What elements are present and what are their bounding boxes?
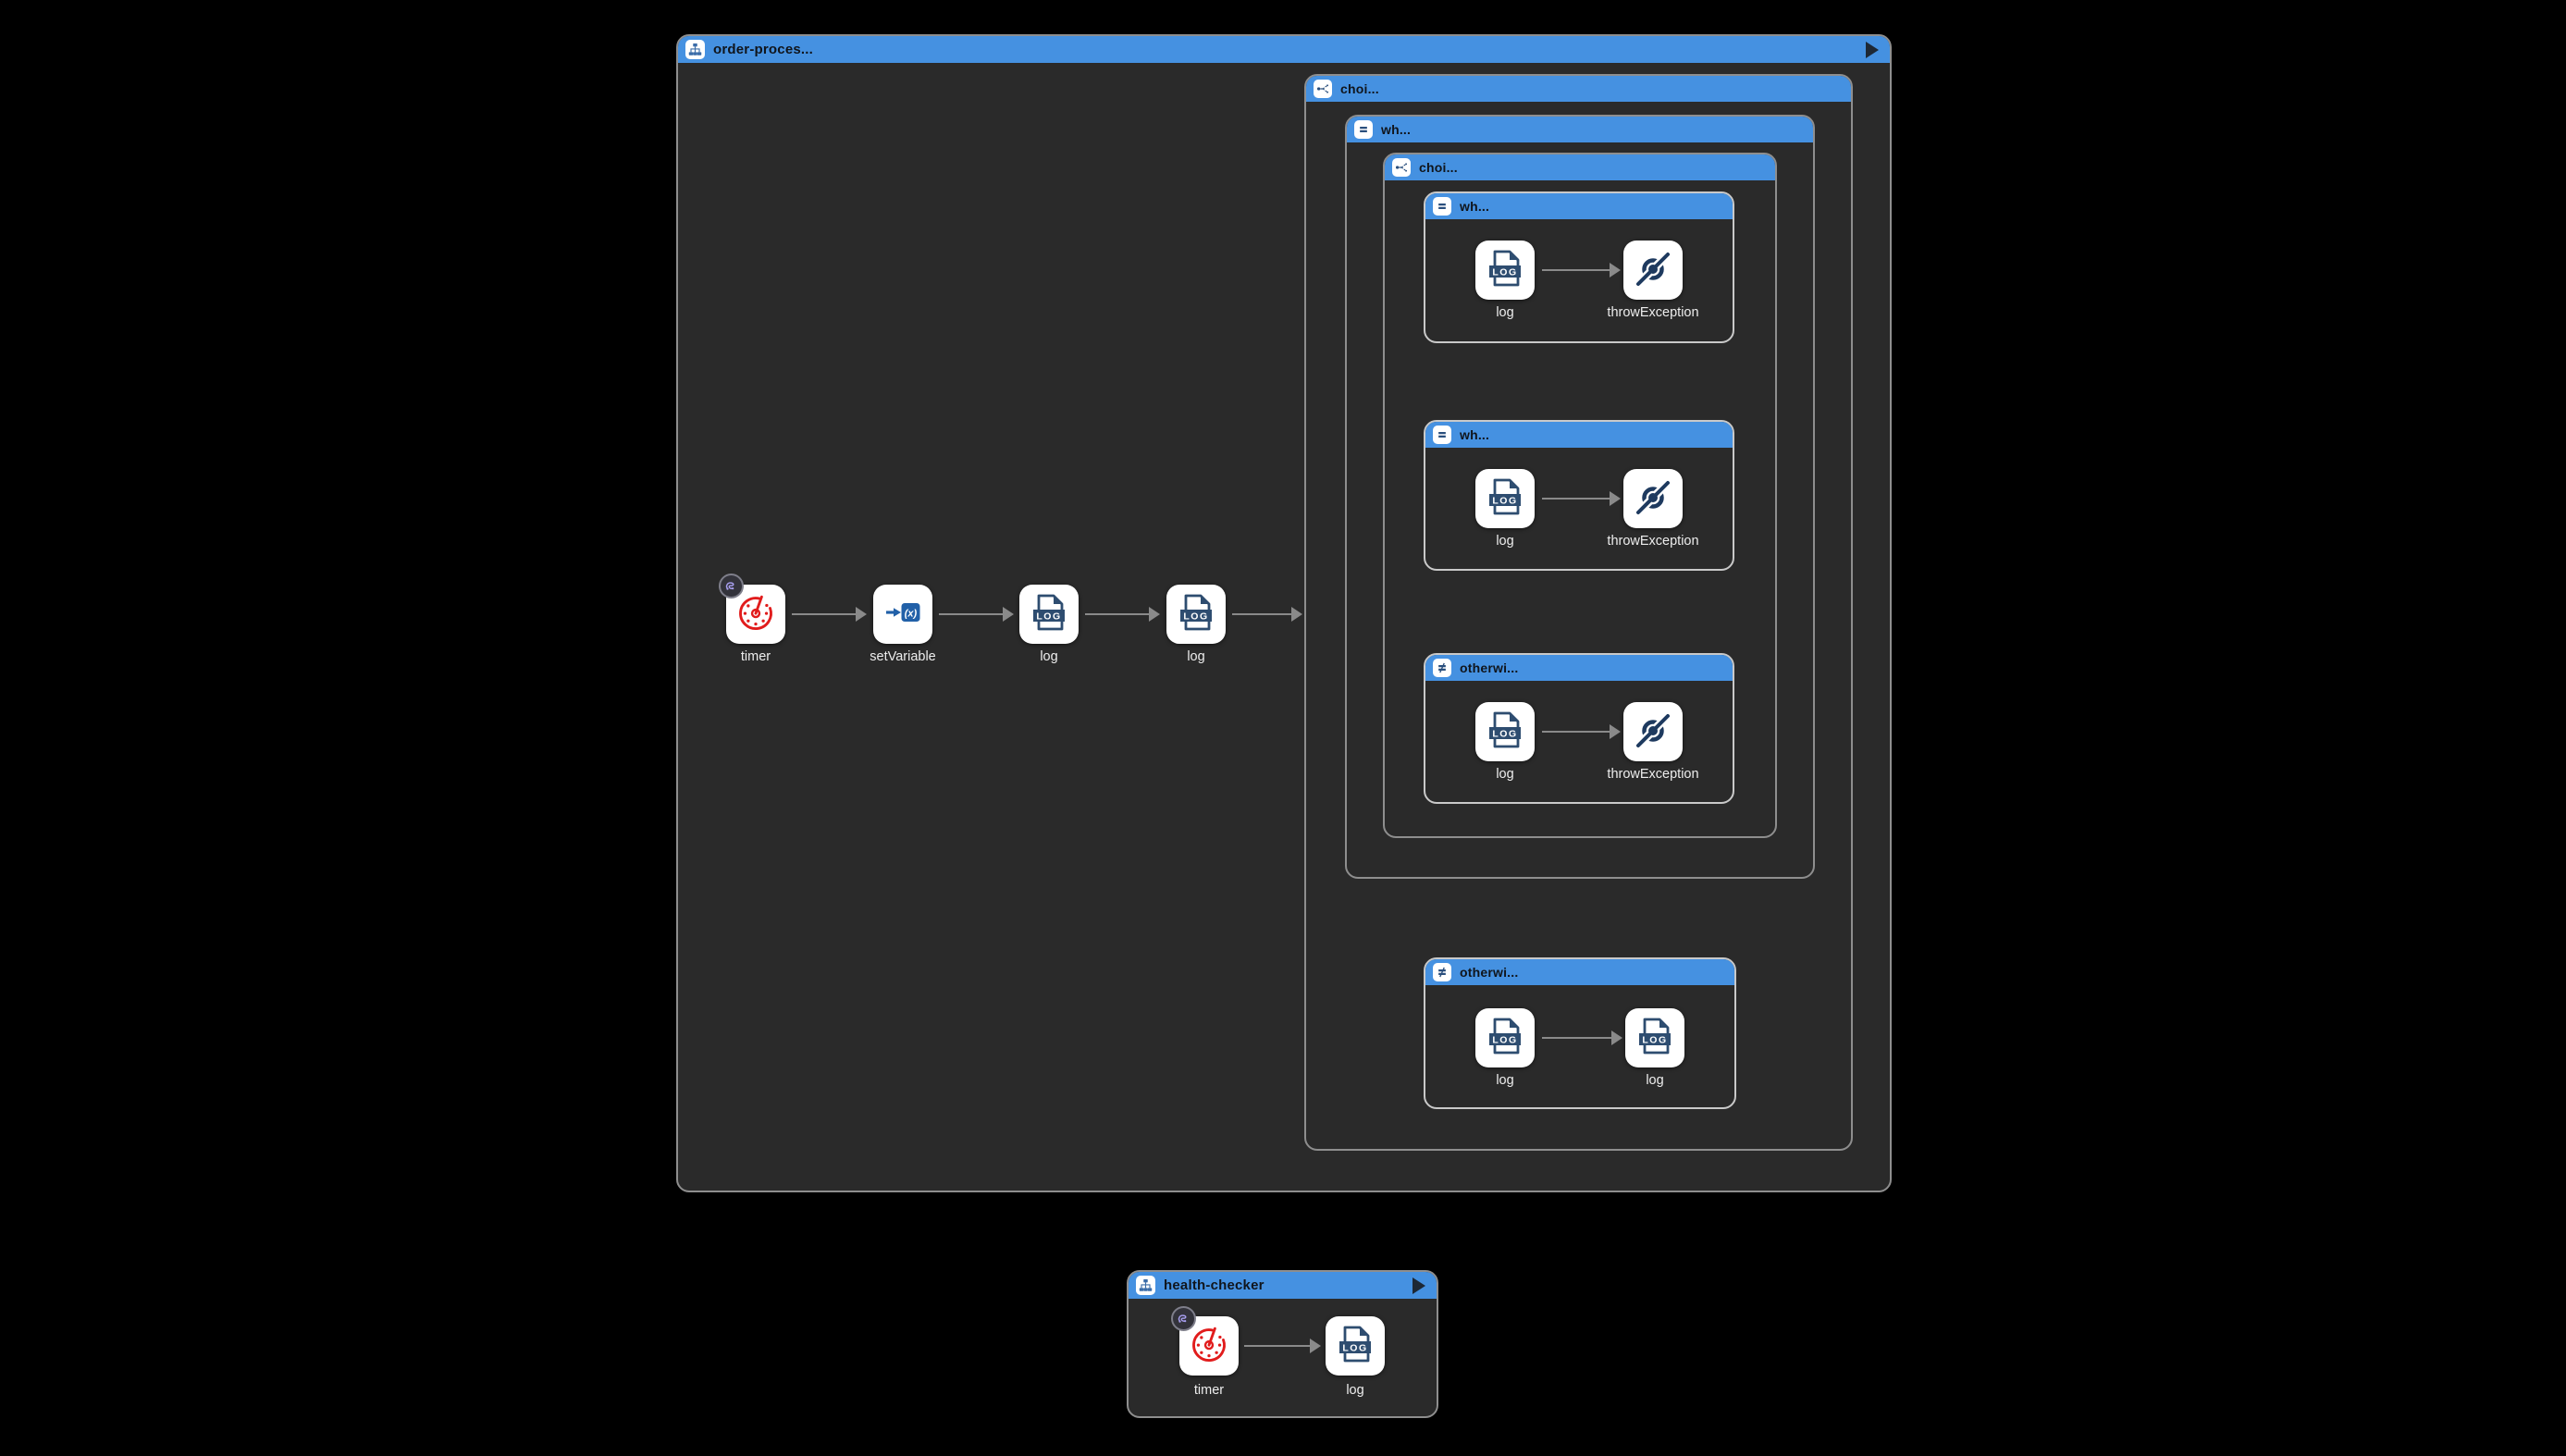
node-label: log (1346, 1383, 1364, 1398)
log-icon: LOG (1484, 247, 1526, 294)
node-log[interactable]: LOG (1019, 585, 1079, 644)
svg-text:LOG: LOG (1492, 495, 1517, 506)
route-header-health[interactable]: health-checker (1129, 1272, 1437, 1299)
node-log[interactable]: LOG (1166, 585, 1226, 644)
log-icon: LOG (1175, 591, 1217, 638)
when-branch-1[interactable]: wh... LOG (1424, 191, 1734, 343)
when-icon (1433, 426, 1451, 444)
flow-arrow (1542, 724, 1621, 739)
when-header[interactable]: wh... (1347, 117, 1813, 142)
node-log[interactable]: LOG (1326, 1316, 1385, 1376)
timer-icon (735, 592, 776, 637)
node-label: throwException (1607, 534, 1699, 549)
route-container-order-processing[interactable]: order-proces... (676, 34, 1892, 1192)
choice-icon (1392, 158, 1411, 177)
node-label: log (1646, 1073, 1664, 1088)
node-label: log (1496, 1073, 1514, 1088)
node-throw-exception[interactable] (1623, 469, 1683, 528)
when-branch-header[interactable]: wh... (1425, 422, 1733, 448)
flow-arrow (939, 607, 1014, 622)
flow-arrow (1244, 1339, 1321, 1353)
choice-title: choi... (1340, 81, 1379, 96)
nested-choice-title: choi... (1419, 160, 1458, 175)
nested-choice-container[interactable]: choi... wh... (1383, 153, 1777, 838)
when-branch-title: wh... (1460, 199, 1490, 214)
node-label: timer (740, 649, 771, 664)
flow-badge-icon (1171, 1306, 1196, 1331)
log-icon: LOG (1484, 475, 1526, 523)
otherwise-branch-bottom[interactable]: otherwi... LOG (1424, 957, 1736, 1109)
route-container-health-checker[interactable]: health-checker (1127, 1270, 1438, 1418)
node-log[interactable]: LOG (1475, 1008, 1535, 1067)
route-icon (1136, 1276, 1155, 1295)
choice-header[interactable]: choi... (1306, 76, 1851, 102)
flow-badge-icon (719, 574, 744, 598)
when-branch-2[interactable]: wh... LOG (1424, 420, 1734, 571)
node-log[interactable]: LOG (1475, 702, 1535, 761)
node-throw-exception[interactable] (1623, 241, 1683, 300)
throw-exception-icon (1632, 709, 1674, 756)
svg-text:LOG: LOG (1492, 728, 1517, 739)
node-label: log (1187, 649, 1205, 664)
play-icon[interactable] (1866, 41, 1879, 58)
nested-choice-header[interactable]: choi... (1385, 154, 1775, 180)
set-variable-icon: (x) (882, 591, 924, 638)
svg-text:LOG: LOG (1492, 1034, 1517, 1045)
node-label: log (1496, 534, 1514, 549)
otherwise-title: otherwi... (1460, 660, 1519, 675)
otherwise-title: otherwi... (1460, 965, 1519, 980)
when-branch-title: wh... (1460, 427, 1490, 442)
route-title: order-proces... (713, 42, 814, 57)
route-title: health-checker (1164, 1277, 1264, 1293)
node-log[interactable]: LOG (1475, 469, 1535, 528)
node-set-variable[interactable]: (x) (873, 585, 932, 644)
flow-arrow (1232, 607, 1302, 622)
flow-arrow (1085, 607, 1160, 622)
when-icon (1354, 120, 1373, 139)
when-title: wh... (1381, 122, 1412, 137)
route-header-order[interactable]: order-proces... (678, 36, 1890, 63)
route-icon (685, 40, 705, 59)
flow-arrow (1542, 491, 1621, 506)
svg-text:(x): (x) (905, 608, 918, 619)
when-container[interactable]: wh... ch (1345, 115, 1815, 879)
play-icon[interactable] (1413, 1277, 1425, 1294)
log-icon: LOG (1634, 1015, 1676, 1062)
throw-exception-icon (1632, 475, 1674, 523)
node-label: log (1040, 649, 1058, 664)
node-label: timer (1193, 1383, 1225, 1398)
log-icon: LOG (1028, 591, 1070, 638)
otherwise-branch[interactable]: otherwi... LOG (1424, 653, 1734, 804)
choice-container[interactable]: choi... wh... (1304, 74, 1853, 1151)
timer-icon (1189, 1324, 1229, 1369)
svg-text:LOG: LOG (1342, 1342, 1367, 1353)
log-icon: LOG (1484, 709, 1526, 756)
node-log[interactable]: LOG (1625, 1008, 1684, 1067)
svg-text:LOG: LOG (1642, 1034, 1667, 1045)
throw-exception-icon (1632, 247, 1674, 294)
node-log[interactable]: LOG (1475, 241, 1535, 300)
when-branch-header[interactable]: wh... (1425, 193, 1733, 219)
svg-text:LOG: LOG (1492, 266, 1517, 278)
log-icon: LOG (1484, 1015, 1526, 1062)
otherwise-header[interactable]: otherwi... (1425, 959, 1734, 985)
otherwise-icon (1433, 659, 1451, 677)
flow-arrow (1542, 263, 1621, 278)
node-label: log (1496, 305, 1514, 320)
node-label: throwException (1607, 767, 1699, 782)
log-icon: LOG (1334, 1323, 1376, 1370)
node-label: throwException (1607, 305, 1699, 320)
flow-arrow (1542, 1030, 1622, 1045)
otherwise-header[interactable]: otherwi... (1425, 655, 1733, 681)
when-icon (1433, 197, 1451, 216)
svg-text:LOG: LOG (1183, 611, 1208, 622)
node-throw-exception[interactable] (1623, 702, 1683, 761)
otherwise-icon (1433, 963, 1451, 981)
choice-icon (1314, 80, 1332, 98)
node-label: log (1496, 767, 1514, 782)
node-label: setVariable (870, 649, 936, 664)
svg-text:LOG: LOG (1036, 611, 1061, 622)
flow-arrow (792, 607, 867, 622)
